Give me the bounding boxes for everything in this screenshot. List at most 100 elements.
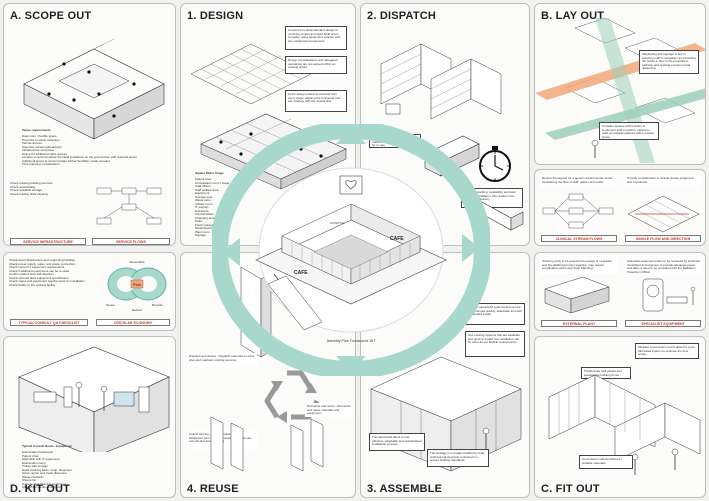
design-item: Staff offices: [195, 184, 211, 188]
stopwatch-icon: [479, 146, 511, 182]
venue-item: Vehicle access: [22, 141, 42, 145]
design-note: Construct modular/standard design to min…: [285, 26, 347, 50]
check-item: Check accessibility: [10, 184, 36, 189]
center-caption: Asembly Plan Turnaround 16T: [327, 339, 376, 343]
circular-economy-diagram: Plan Renewable Reuse Recycle Reduce: [106, 260, 167, 312]
kit-item: Sterile/Non-sterile containers: [22, 485, 61, 489]
panel-title: 4. REUSE: [187, 483, 239, 495]
design-item: Equipment: [195, 191, 210, 195]
venue-item: Infrastructure and power: [22, 148, 55, 152]
fitout-note: Modular construction rooms allow for a p…: [635, 343, 699, 359]
assemble-note: Use existing systems that are available …: [465, 331, 525, 357]
kit-item: Wall table with IT equipment: [22, 457, 60, 461]
specialist-scanner: [642, 278, 696, 312]
panel-number: 4.: [187, 483, 197, 495]
kit-item: Hygiene and cleaning equipment: [22, 481, 66, 486]
panel-title: D. KIT OUT: [10, 483, 70, 495]
kit-item: Waste container: [22, 474, 44, 479]
design-item: Toilet: [195, 219, 203, 223]
qa-item: Check external plant equipment specifica…: [9, 275, 69, 280]
fitout-note: Commission selected fitment / suitable m…: [579, 455, 633, 469]
venue-item: Additional space to accommodate further …: [22, 158, 110, 163]
qa-item: Check power supply, water, and waste con…: [9, 261, 76, 266]
qa-item: Check current IT equipment requirements: [9, 265, 65, 269]
circular-label: Recycle: [152, 303, 163, 307]
panel-number: 2.: [367, 10, 377, 22]
circular-center-label: Plan: [133, 282, 141, 287]
venue-item: Step-free access (wheelchair): [22, 144, 62, 149]
qa-item: Check facility to the existing facility: [9, 282, 56, 287]
clinical-stream-diagram: [542, 193, 614, 229]
panel-title: 3. ASSEMBLE: [367, 483, 442, 495]
reuse-note: Dismantle and reuse - Dismantle and reus…: [305, 403, 353, 417]
design-item: Changing area: [195, 215, 215, 220]
venue-item: Time planning consideration: [22, 162, 60, 166]
scope-out-isometric-room: [23, 38, 165, 140]
tag-specialist-equipment: SPECIALIST EQUIPMENT: [625, 320, 701, 327]
scope-checklist: Check existing building services Check a…: [10, 181, 86, 196]
venue-item: Location to accommodate the initial inst…: [22, 155, 137, 159]
tag-external-plant: EXTERNAL PLANT: [541, 320, 617, 327]
panel-title: 1. DESIGN: [187, 10, 243, 22]
venue-heading: Venue requirements: [22, 128, 51, 132]
kit-list-heading: Typical Consult Room - Equipment: [22, 444, 72, 448]
assemble-note: The rapid-build offers a cost-effective,…: [369, 433, 425, 451]
kit-out-consult-room: [18, 346, 170, 452]
design-item: Utilities room: [195, 201, 213, 206]
design-note: At the design phase its involved from ev…: [285, 90, 347, 112]
design-item: Waste store: [195, 198, 211, 202]
kit-item: Sharps bin: [22, 478, 37, 482]
design-item: Entrances: [195, 208, 209, 213]
qa-item: Check if additional equipment can be re-…: [9, 268, 70, 273]
dispatch-warehouse-racks: [380, 43, 502, 120]
venue-item: Data room / flexible space: [22, 134, 57, 138]
recycle-icon: [264, 370, 320, 423]
plant-note: Specialist equipment plans to be reviewe…: [625, 258, 703, 276]
cafe-label: CAFE: [294, 270, 308, 276]
panel-reuse: Dispatch and assets - Dispatch materials…: [180, 252, 356, 498]
kit-item: Hand washing basin, soap, dispenser: [22, 467, 72, 472]
panel-title: 2. DISPATCH: [367, 10, 436, 22]
circular-label: Renewable: [129, 260, 144, 264]
service-flows-diagram: [96, 187, 162, 225]
panel-fit-out: Modular construction rooms allow for a p…: [534, 336, 706, 498]
qa-item: Confirm patient flow and direction: [9, 272, 54, 276]
circular-label: Reduce: [132, 308, 143, 312]
design-note: Design considerations and delegated oper…: [285, 56, 347, 74]
design-item: Signage: [195, 233, 207, 237]
panel-lay-out: B. LAY OUT Wayfinding and signage is key…: [534, 3, 706, 165]
fit-out-prefab-walls: [548, 374, 701, 475]
layout-note: Consider spaces with function to impleme…: [599, 122, 659, 140]
tag-single-flow: SINGLE FLOW AND DIRECTION: [625, 235, 701, 242]
qa-item: Check space and equipment requirements f…: [9, 279, 85, 283]
cafe-label: CAFE: [390, 236, 404, 242]
panel-title-text: DESIGN: [199, 10, 244, 22]
panel-title-text: DISPATCH: [379, 10, 437, 22]
design-item: Plant room: [195, 229, 210, 234]
kit-item: Patient chair: [22, 453, 39, 458]
venue-item: Space for additional cable access: [22, 151, 67, 156]
panel-letter: A.: [10, 10, 22, 22]
circular-label: Reuse: [106, 303, 115, 307]
tag-clinical-stream: CLINICAL STREAM FLOWS: [541, 235, 617, 242]
panel-letter: D.: [10, 483, 22, 495]
design-item: IT support: [195, 205, 209, 209]
design-item: Staff welfare area: [195, 187, 219, 192]
panel-title: B. LAY OUT: [541, 10, 604, 22]
design-item: Consultation room / triage: [195, 180, 230, 185]
check-item: Check available storage: [10, 188, 43, 192]
layout-note: Wayfinding and signage is key to assisti…: [639, 50, 699, 74]
panel-title-text: REUSE: [199, 483, 239, 495]
check-item: Check loading dock capacity: [10, 191, 49, 196]
reuse-cabinets: [210, 416, 324, 472]
panel-letter: C.: [541, 483, 553, 495]
panel-title: A. SCOPE OUT: [10, 10, 91, 22]
reuse-note: Dispatch and assets - Dispatch materials…: [187, 353, 257, 367]
plant-note: Ordering early to be prepared for swaps …: [540, 258, 618, 274]
design-list-heading: Square Metre Usage: [195, 171, 224, 175]
central-cycle-ring: CAFE CAFE HOSPITAL Asembly Plan Turnarou…: [212, 124, 490, 376]
design-item: Storage area: [195, 194, 213, 199]
kit-item: Glove, apron and mask dispenser: [22, 471, 67, 475]
panel-letter: B.: [541, 10, 553, 22]
